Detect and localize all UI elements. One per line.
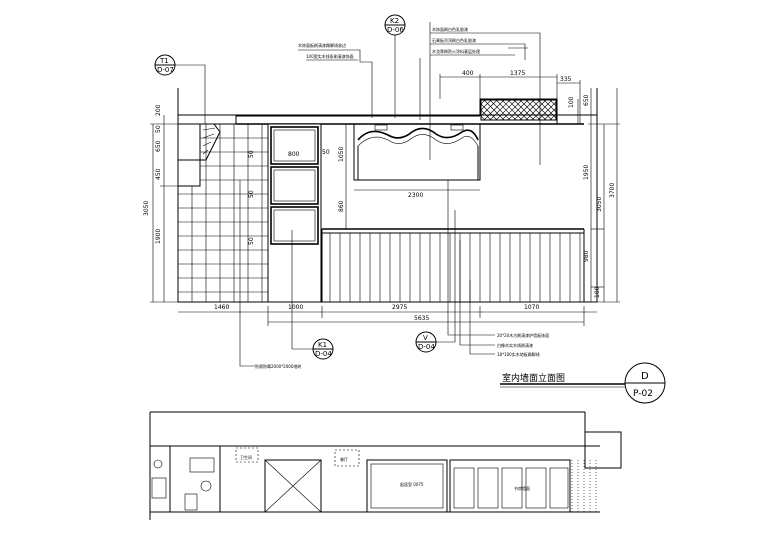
hatched-ceiling-block [480,99,557,121]
dim-tile-50c: 50 [248,237,255,245]
dim-left-450: 450 [155,168,162,180]
dim-right-1950: 1950 [583,165,590,180]
dim-tile-50a: 50 [248,150,255,158]
drawing-title-block: 室内墙面立面图 D P-02 [500,362,666,404]
title-badge-sheet: P-02 [633,389,653,399]
note-top-right-3: 木龙骨刷防火涂料基层处理 [432,48,480,54]
svg-text:V: V [423,334,428,342]
note-bottom-3: 18*100实木地板踢脚线 [497,351,540,357]
dim-door-800: 800 [288,151,300,158]
dim-tile-50b: 50 [248,190,255,198]
dim-bottom-5635: 5635 [414,315,429,322]
dim-right-3050: 3050 [596,197,603,212]
callout-k2: K2 D-06 [384,14,406,118]
dim-left-650: 650 [155,140,162,152]
note-bottom-1: 20*20木方刷清漆护墙板饰面 [497,332,549,338]
dim-arch-1050: 1050 [338,147,345,162]
dim-400: 400 [462,70,474,77]
dim-bottom-1070: 1070 [524,304,539,311]
leader-notes: 木饰面板刷清漆踢脚线收边 100宽实木线条刷清漆饰面 木饰面刷白色乳胶漆 石膏板… [239,22,549,369]
dim-right-100b: 100 [594,286,601,298]
dim-left-200: 200 [155,104,162,116]
svg-text:D-04: D-04 [315,350,332,358]
dim-left-50: 50 [155,125,162,133]
dim-panel-860: 860 [338,200,345,212]
dim-right-100: 100 [568,96,575,108]
note-top-left-2: 100宽实木线条刷清漆饰面 [306,53,354,59]
dim-left-3050: 3050 [143,201,150,216]
tiled-wall [177,123,269,303]
plan-label-3: 起居室 0075 [400,481,424,487]
note-top-right-1: 木饰面刷白色乳胶漆 [432,26,468,32]
dim-right-3700: 3700 [609,183,616,198]
drawing-title: 室内墙面立面图 [502,372,565,384]
dim-right-980: 980 [583,250,590,262]
dimension-labels: 400 1375 335 100 650 1950 3050 3700 980 … [143,70,616,322]
dim-bottom-1460: 1460 [214,304,229,311]
dim-arch-2300: 2300 [408,192,423,199]
svg-text:D-04: D-04 [418,343,435,351]
plan-label-1: 卫生间 [240,454,252,460]
dim-335: 335 [560,76,572,83]
wainscot-panels [321,228,585,302]
dim-bottom-2975: 2975 [392,304,407,311]
svg-text:K1: K1 [318,341,327,349]
note-top-right-2: 石膏板吊顶刷白色乳胶漆 [432,37,476,43]
callout-v: V D-04 [415,210,456,353]
dimension-lines [150,74,620,326]
svg-text:D-07: D-07 [157,66,174,74]
dim-door-50: 50 [322,149,330,156]
callout-t1: T1 D-07 [154,54,206,124]
glass-door [267,123,322,303]
dim-left-1900: 1900 [155,229,162,244]
arched-niche [353,123,481,181]
note-top-left-1: 木饰面板刷清漆踢脚线收边 [298,42,346,48]
note-bottom-2: 白橡木实木线刷清漆 [497,342,533,348]
dim-right-650: 650 [583,94,590,106]
note-left-bottom: 防腐防霉2000*2000地砖 [255,363,301,369]
dim-1375: 1375 [510,70,525,77]
svg-text:T1: T1 [159,57,169,65]
title-badge-letter: D [641,371,649,382]
dim-bottom-1000: 1000 [288,304,303,311]
plan-label-2: 餐厅 [340,456,348,462]
plan-strip: 卫生间 餐厅 起居室 0075 书房墙面 [149,411,622,520]
svg-text:D-06: D-06 [387,26,404,34]
svg-text:K2: K2 [390,17,399,25]
callout-k1: K1 D-04 [291,230,334,360]
plan-label-4: 书房墙面 [514,485,530,491]
